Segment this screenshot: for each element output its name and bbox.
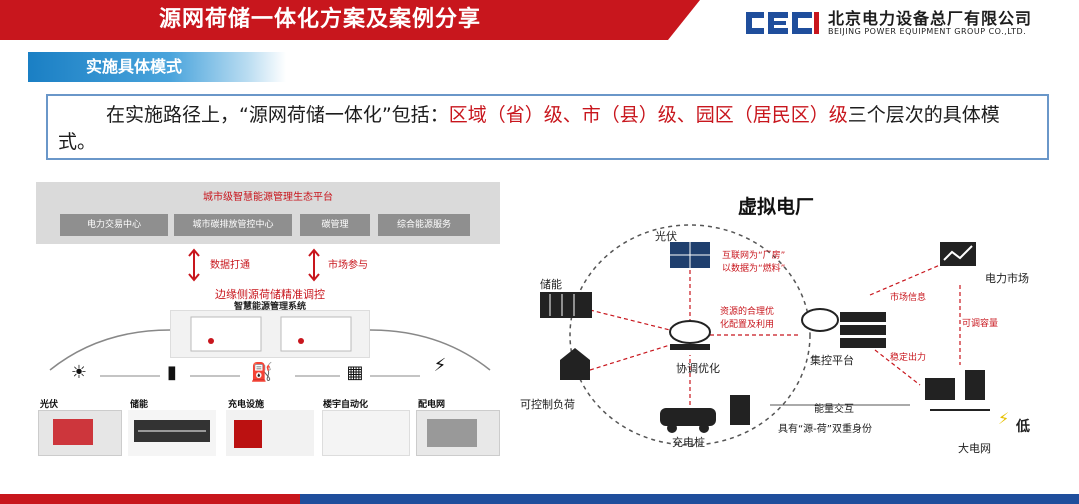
annot-adjustable-capacity: 可调容量 <box>962 319 999 329</box>
annot-resource-opt2: 化配置及利用 <box>720 320 775 330</box>
updown-arrows <box>188 248 320 282</box>
vpp-diagram: ⚡ <box>540 224 1009 446</box>
footer-band-blue <box>300 494 1079 504</box>
cec-logo-icon <box>746 12 819 34</box>
arrow-label-market: 市场参与 <box>328 260 368 271</box>
node-charging-pile: 充电桩 <box>672 436 705 449</box>
node-central-control: 集控平台 <box>810 354 854 367</box>
charger-icon: ⛽ <box>250 362 274 383</box>
node-pv: 光伏 <box>655 230 677 243</box>
annot-energy-exchange: 能量交互 <box>814 404 854 415</box>
edge-control-title: 边缘侧源荷储精准调控 <box>215 288 325 301</box>
device-photo-grid <box>416 410 500 456</box>
intro-levels: 区域（省）级、市（县）级、园区（居民区）级 <box>448 104 848 126</box>
node-coordination: 协调优化 <box>676 362 720 375</box>
annot-data-fuel: 以数据为“燃料” <box>722 264 786 274</box>
node-storage: 储能 <box>540 278 562 291</box>
platform-box-carbon-control: 城市碳排放管控中心 <box>174 214 292 236</box>
device-photo-storage <box>128 410 216 456</box>
battery-icon: ▮ <box>167 362 177 383</box>
device-label-pv: 光伏 <box>40 400 59 410</box>
device-photo-charging <box>226 410 314 456</box>
page-title: 源网荷储一体化方案及案例分享 <box>158 7 481 32</box>
device-photo-building <box>322 410 410 456</box>
device-label-building: 楼宇自动化 <box>323 400 369 410</box>
edge-control-subtitle: 智慧能源管理系统 <box>233 302 306 312</box>
device-photo-pv <box>38 410 122 456</box>
platform-title: 城市级智慧能源管理生态平台 <box>203 192 333 203</box>
platform-box-carbon-mgmt: 碳管理 <box>300 214 370 236</box>
intro-part1: 在实施路径上，“源网荷储一体化”包括： <box>106 104 449 126</box>
company-name-cn: 北京电力设备总厂有限公司 <box>828 9 1033 28</box>
annot-market-info: 市场信息 <box>890 293 927 303</box>
device-label-grid: 配电网 <box>418 400 446 410</box>
platform-box-energy-service: 综合能源服务 <box>378 214 470 236</box>
footer-band-red <box>0 494 300 504</box>
node-power-market: 电力市场 <box>985 272 1029 285</box>
annot-low: 低 <box>1016 419 1030 435</box>
intro-text-box: 在实施路径上，“源网荷储一体化”包括：区域（省）级、市（县）级、园区（居民区）级… <box>46 94 1049 160</box>
platform-box-trading: 电力交易中心 <box>60 214 168 236</box>
svg-text:⚡: ⚡ <box>998 409 1009 428</box>
company-logo <box>742 8 822 42</box>
connector-arcs <box>49 329 491 377</box>
device-label-charging: 充电设施 <box>228 400 265 410</box>
building-icon: ▦ <box>346 362 364 383</box>
arrow-label-data: 数据打通 <box>210 260 250 271</box>
section-subtitle: 实施具体模式 <box>86 57 183 76</box>
annot-resource-opt1: 资源的合理优 <box>720 307 775 317</box>
node-controllable-load: 可控制负荷 <box>520 398 575 411</box>
cabinet-icon <box>190 316 352 352</box>
annot-dual-identity: 具有“源-荷”双重身份 <box>778 424 872 435</box>
section-tab <box>28 52 286 82</box>
energy-management-cabinet <box>170 310 370 358</box>
annot-internet: 互联网为“厂房” <box>722 251 786 261</box>
node-grid: 大电网 <box>958 442 991 455</box>
power-tower-icon: ⚡ <box>433 355 447 376</box>
vpp-title: 虚拟电厂 <box>738 196 815 218</box>
company-name-en: BEIJING POWER EQUIPMENT GROUP CO.,LTD. <box>828 27 1027 36</box>
annot-stable-output: 稳定出力 <box>890 353 927 363</box>
solar-panel-icon: ☀ <box>70 362 88 383</box>
device-label-storage: 储能 <box>130 400 149 410</box>
intro-part3: 三个层次的具体模式。 <box>58 104 1000 153</box>
header-banner <box>0 0 700 40</box>
